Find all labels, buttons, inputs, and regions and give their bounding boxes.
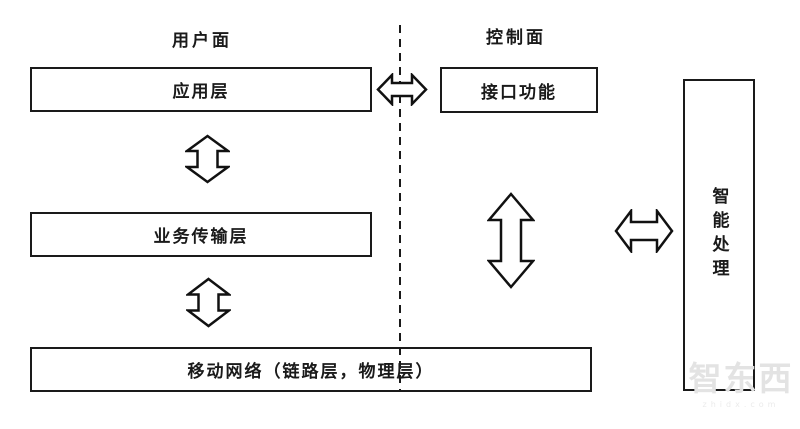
app-transport-double-arrow-icon — [185, 134, 230, 184]
intelligent-processing-double-arrow-icon — [614, 209, 674, 253]
service-transport-layer-box: 业务传输层 — [30, 212, 372, 257]
mobile-network-box: 移动网络（链路层，物理层） — [30, 347, 592, 392]
interface-function-box: 接口功能 — [440, 67, 598, 113]
control-plane-label: 控制面 — [486, 28, 546, 48]
intelligent-processing-box: 智能处理 — [683, 79, 755, 391]
user-plane-label: 用户面 — [172, 31, 232, 51]
watermark-domain: zhidx.com — [702, 400, 780, 410]
control-plane-double-arrow-icon — [487, 192, 535, 289]
transport-mobile-double-arrow-icon — [186, 277, 231, 328]
application-layer-box: 应用层 — [30, 67, 372, 112]
plane-divider-dashed-line — [399, 25, 401, 392]
app-interface-double-arrow-icon — [376, 73, 428, 106]
